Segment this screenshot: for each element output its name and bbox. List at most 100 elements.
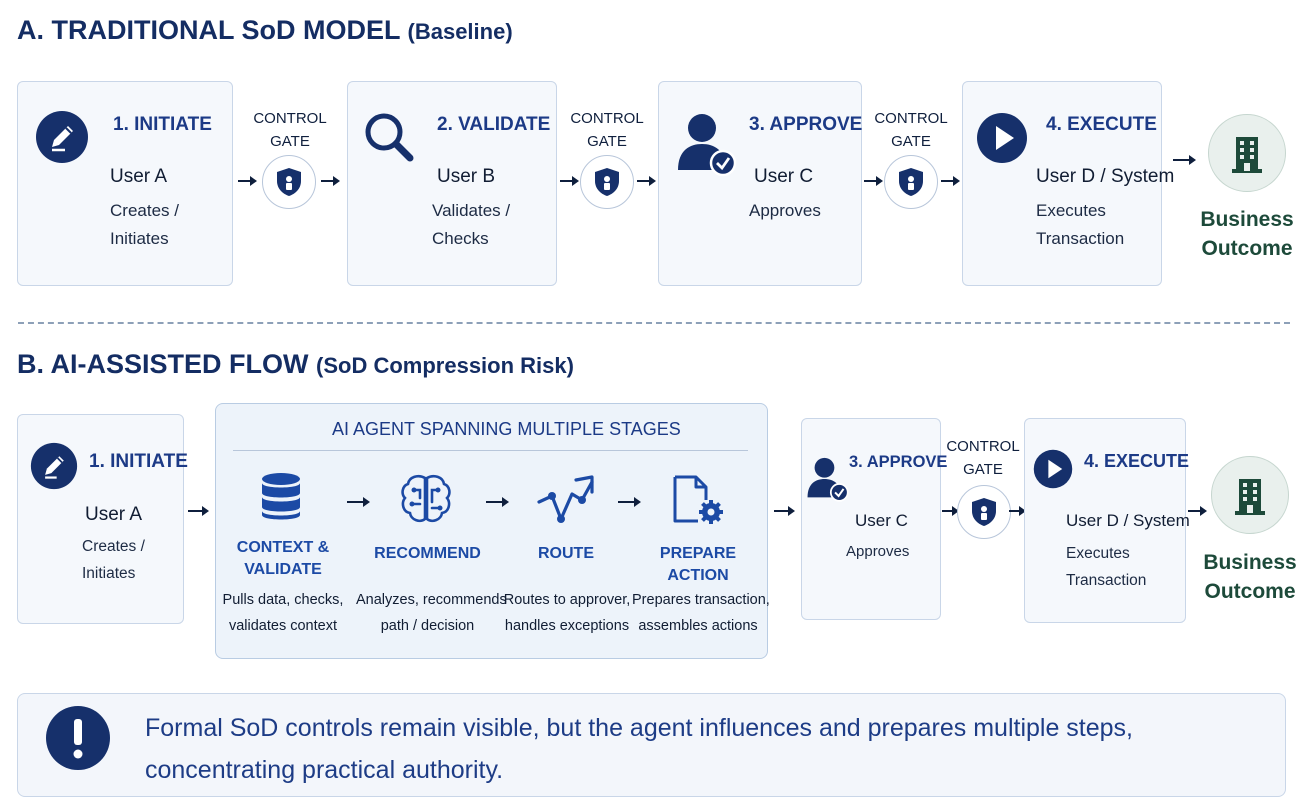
step-title-execute: 4. EXECUTE — [1084, 451, 1190, 471]
step-title-initiate: 1. INITIATE — [113, 114, 212, 135]
control-gate-label-b: CONTROL GATE — [938, 435, 1028, 481]
step-user-a: User A — [85, 504, 143, 525]
step-title-execute: 4. EXECUTE — [1046, 114, 1157, 135]
outcome-line1: Business — [1200, 208, 1294, 231]
step-desc-line1: Validates / — [432, 201, 511, 220]
stage-desc-prepare: Prepares transaction, assembles actions — [632, 587, 770, 639]
section-a-subtitle: (Baseline) — [407, 19, 513, 44]
stage-desc-line1: Pulls data, checks, — [222, 592, 344, 608]
step-desc-line2: Checks — [432, 229, 489, 248]
step-user-b: User B — [437, 166, 496, 187]
step-user-c: User C — [855, 511, 908, 530]
step-title-approve: 3. APPROVE — [849, 453, 948, 471]
shield-icon — [595, 168, 619, 196]
shield-icon — [972, 498, 996, 526]
building-icon — [1232, 137, 1262, 173]
ai-agent-box — [215, 403, 768, 659]
exclamation-icon — [46, 706, 110, 770]
arrow-icon — [560, 176, 579, 186]
step-user-a: User A — [110, 166, 168, 187]
step-desc-line2: Initiates — [82, 565, 136, 582]
section-b-subtitle: (SoD Compression Risk) — [316, 353, 574, 378]
stage-desc-line2: handles exceptions — [504, 618, 630, 634]
control-gate-label-3: CONTROL GATE — [866, 107, 956, 153]
arrow-icon — [321, 176, 340, 186]
shield-icon — [277, 168, 301, 196]
control-gate-1 — [262, 155, 316, 209]
arrow-icon — [486, 497, 509, 507]
arrow-icon — [1188, 506, 1207, 516]
arrow-icon — [774, 506, 795, 516]
building-icon — [1235, 479, 1265, 515]
step-title-approve: 3. APPROVE — [749, 114, 863, 135]
brain-icon — [401, 474, 451, 523]
warning-note — [17, 693, 1286, 797]
gate-line1: CONTROL — [253, 110, 327, 127]
user-check-icon — [807, 457, 849, 502]
gate-line2: GATE — [963, 461, 1003, 478]
stage-desc-line1: Routes to approver, — [503, 592, 631, 608]
stage-desc-context: Pulls data, checks, validates context — [222, 587, 344, 639]
stage-title-context: CONTEXT & VALIDATE — [233, 537, 333, 581]
step-card-approve — [658, 81, 862, 286]
step-desc-line2: Initiates — [110, 229, 169, 248]
control-gate-b — [957, 485, 1011, 539]
ai-agent-title: AI AGENT SPANNING MULTIPLE STAGES — [332, 419, 681, 439]
gate-line2: GATE — [270, 133, 310, 150]
step-user-d: User D / System — [1036, 166, 1175, 187]
business-outcome-label: Business Outcome — [1195, 548, 1297, 606]
outcome-line2: Outcome — [1204, 580, 1296, 603]
stage-desc-line2: validates context — [228, 618, 337, 634]
step-desc-line1: Executes — [1066, 545, 1130, 562]
step-desc-line1: Executes — [1036, 201, 1106, 220]
arrow-icon — [1173, 155, 1196, 165]
stage-desc-line1: Analyzes, recommends — [356, 592, 507, 608]
stage-title-line2: VALIDATE — [244, 561, 322, 578]
document-gear-icon — [673, 475, 723, 524]
step-desc-line1: Approves — [846, 543, 910, 560]
step-user-d: User D / System — [1066, 511, 1190, 530]
note-line2: concentrating practical authority. — [145, 756, 504, 784]
section-b-title: B. AI-ASSISTED FLOW (SoD Compression Ris… — [17, 349, 574, 380]
section-a-title-text: A. TRADITIONAL SoD MODEL — [17, 15, 400, 45]
gate-line1: CONTROL — [570, 110, 644, 127]
shield-icon — [899, 168, 923, 196]
play-icon — [977, 113, 1027, 163]
arrow-icon — [618, 497, 641, 507]
gate-line2: GATE — [891, 133, 931, 150]
pencil-icon — [30, 442, 78, 490]
step-card-approve-b — [801, 418, 941, 620]
warning-note-text: Formal SoD controls remain visible, but … — [145, 707, 1133, 791]
arrow-icon — [942, 506, 959, 516]
step-user-c: User C — [754, 166, 814, 187]
database-icon — [262, 473, 300, 520]
arrow-icon — [637, 176, 656, 186]
gate-line2: GATE — [587, 133, 627, 150]
step-desc-line2: Transaction — [1066, 572, 1147, 589]
stage-title-recommend: RECOMMEND — [374, 545, 481, 562]
stage-desc-line1: Prepares transaction, — [632, 592, 770, 608]
stage-title-route: ROUTE — [538, 545, 594, 562]
business-outcome-circle — [1208, 114, 1286, 192]
control-gate-2 — [580, 155, 634, 209]
arrow-icon — [347, 497, 370, 507]
stage-desc-recommend: Analyzes, recommends path / decision — [356, 587, 507, 639]
control-gate-3 — [884, 155, 938, 209]
stage-desc-line2: path / decision — [380, 618, 475, 634]
step-desc-line2: Transaction — [1036, 229, 1125, 248]
ai-agent-divider — [233, 450, 748, 451]
section-a-title: A. TRADITIONAL SoD MODEL (Baseline) — [17, 15, 513, 46]
arrow-icon — [941, 176, 960, 186]
arrow-icon — [864, 176, 883, 186]
arrow-icon — [188, 506, 209, 516]
control-gate-label-2: CONTROL GATE — [562, 107, 652, 153]
step-desc-line1: Approves — [749, 201, 821, 220]
business-outcome-label: Business Outcome — [1192, 205, 1297, 263]
section-divider — [18, 322, 1290, 324]
stage-desc-route: Routes to approver, handles exceptions — [502, 587, 632, 639]
control-gate-label-1: CONTROL GATE — [245, 107, 335, 153]
stage-desc-line2: assembles actions — [638, 618, 758, 634]
business-outcome-circle — [1211, 456, 1289, 534]
step-title-initiate: 1. INITIATE — [89, 451, 188, 472]
user-check-icon — [678, 114, 737, 177]
